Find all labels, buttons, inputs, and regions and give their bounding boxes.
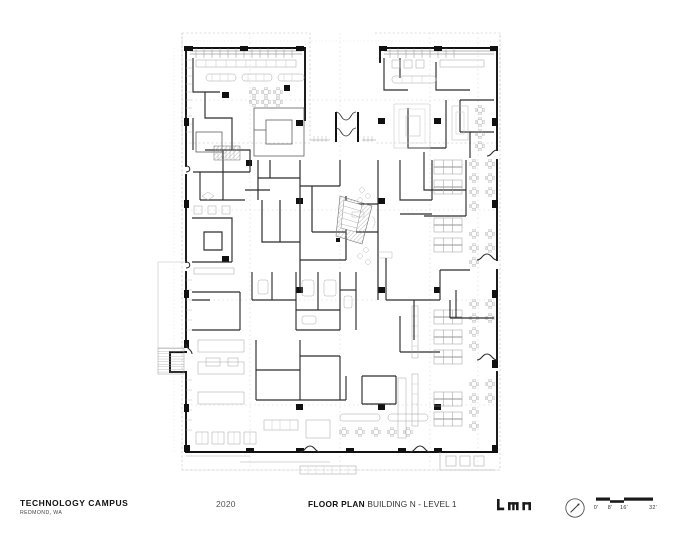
south-entry-jogs (185, 343, 431, 453)
scale-label-16: 16' (620, 505, 628, 511)
meeting-room-tables (257, 279, 353, 325)
ne-furniture (391, 59, 485, 149)
project-year: 2020 (216, 499, 236, 509)
sheet-title-type: FLOOR PLAN (308, 499, 365, 509)
ne-seating (474, 105, 485, 151)
nw-furniture (195, 59, 305, 108)
curtainwall-north (190, 48, 494, 58)
west-stair (213, 145, 241, 161)
title-block: TECHNOLOGY CAMPUS REDMOND, WA 2020 FLOOR… (0, 487, 700, 540)
east-chair-grid (468, 159, 495, 431)
east-open-office (385, 160, 470, 353)
floor-plan-drawing (157, 32, 501, 475)
north-arrow-icon (564, 497, 586, 524)
se-office-block (413, 290, 494, 340)
sw-lab-tables (197, 339, 245, 405)
nw-rooms (195, 107, 305, 157)
south-cafe (263, 413, 429, 439)
property-boundary (181, 32, 501, 471)
sheet-title-subject: BUILDING N - LEVEL 1 (364, 499, 457, 509)
column-grid-ticks (182, 33, 500, 470)
project-name: TECHNOLOGY CAMPUS (20, 498, 129, 508)
annotation-leaders (173, 40, 500, 452)
north-arrow-graphic (565, 498, 585, 518)
south-exterior (186, 452, 494, 475)
project-location: REDMOND, WA (20, 509, 63, 516)
project-identification: TECHNOLOGY CAMPUS REDMOND, WA (20, 499, 128, 516)
feature-stair (335, 195, 373, 245)
south-wing (192, 217, 397, 405)
northwest-wing (192, 58, 270, 201)
scale-bar-graphic: 0' 8' 16' 32' (594, 497, 657, 511)
west-plaza-edge (157, 261, 186, 348)
floor-plan-svg (157, 32, 501, 475)
sw-casework (193, 191, 235, 275)
meeting-room-band (251, 272, 357, 331)
scale-label-8: 8' (608, 505, 612, 511)
west-entry-ramp (157, 347, 185, 375)
lmn-logo (497, 497, 539, 518)
sheet-title: FLOOR PLAN BUILDING N - LEVEL 1 (308, 499, 457, 509)
west-wall-jogs (185, 165, 191, 269)
north-courtyard (310, 111, 376, 142)
sw-seating (195, 431, 257, 445)
lmn-logo-mark (497, 499, 531, 511)
scale-label-0: 0' (594, 505, 598, 511)
east-benching (397, 305, 419, 439)
east-wall-jogs (476, 149, 498, 361)
scale-label-32: 32' (649, 505, 657, 511)
core-soft-seating (351, 187, 393, 265)
scale-bar: 0' 8' 16' 32' (594, 496, 682, 523)
